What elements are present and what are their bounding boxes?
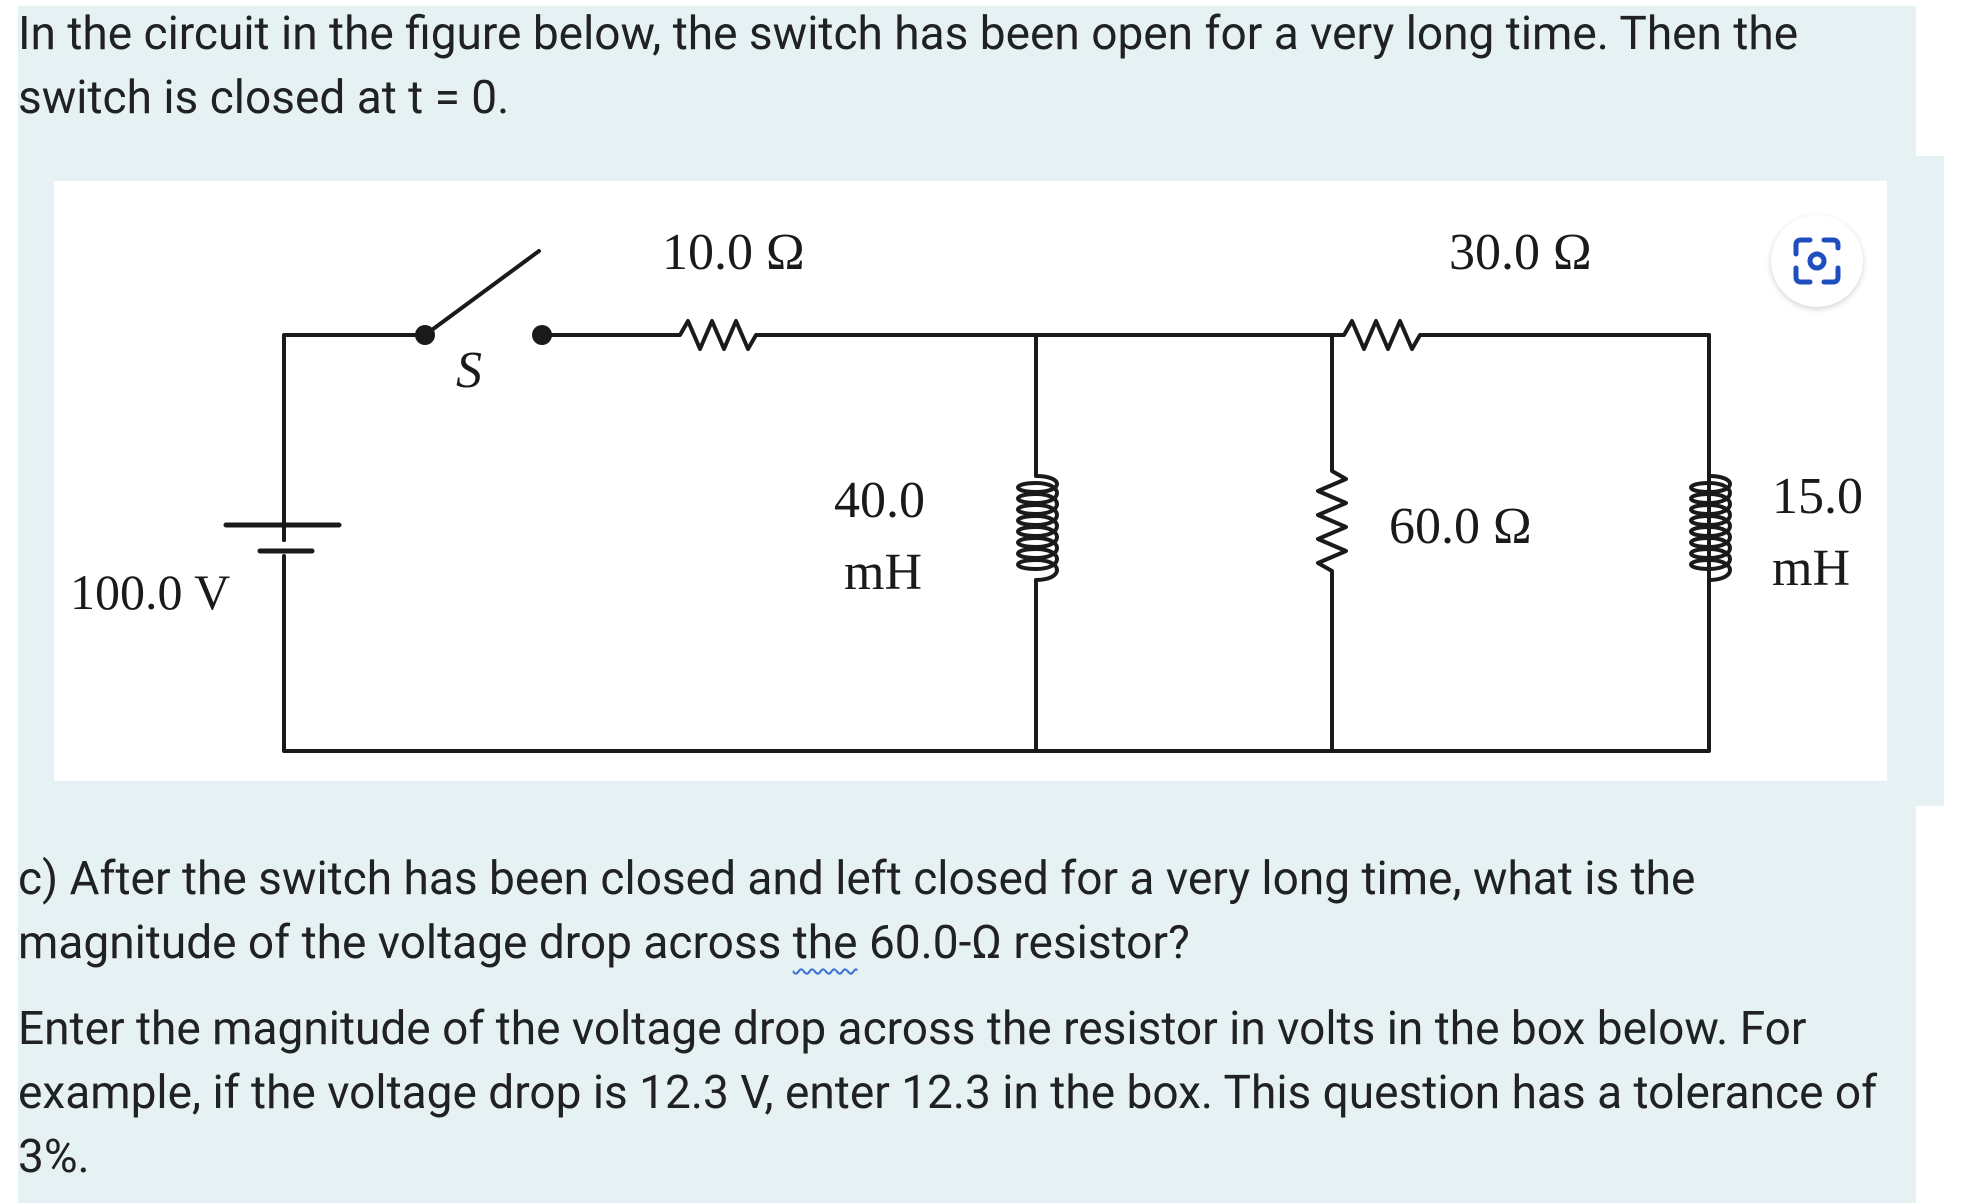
- instructions-line-1: Enter the magnitude of the voltage drop …: [18, 1002, 1807, 1056]
- branch-resistor-middle: [1316, 333, 1348, 753]
- inductor-40-unit: mH: [844, 544, 922, 601]
- question-line-2: magnitude of the voltage drop across the…: [18, 911, 1908, 975]
- battery-label: 100.0 V: [70, 564, 231, 620]
- instructions-line-2: example, if the voltage drop is 12.3 V, …: [18, 1066, 1878, 1120]
- resistor-60-label: 60.0 Ω: [1389, 498, 1532, 555]
- intro-text: In the circuit in the figure below, the …: [18, 2, 1898, 130]
- inductor-40-value: 40.0: [834, 472, 925, 529]
- branch-inductor-left: [1016, 333, 1059, 753]
- question-line-1: c) After the switch has been closed and …: [18, 852, 1696, 906]
- left-wire-bottom: [282, 333, 427, 542]
- circuit-figure: 100.0 V S 10.0 Ω 30.0 Ω 40.0 mH 60.0 Ω 1…: [54, 181, 1887, 781]
- question-c-text: c) After the switch has been closed and …: [18, 847, 1908, 975]
- switch-label: S: [456, 342, 482, 399]
- answer-instructions: Enter the magnitude of the voltage drop …: [18, 997, 1918, 1189]
- resistor-10-label: 10.0 Ω: [662, 224, 805, 281]
- intro-line-2: switch is closed at t = 0.: [18, 71, 510, 125]
- resistor-30-label: 30.0 Ω: [1449, 224, 1592, 281]
- intro-line-1: In the circuit in the figure below, the …: [18, 7, 1799, 61]
- question-panel-top: [18, 6, 1916, 156]
- lens-scan-icon: [1793, 237, 1841, 285]
- branch-inductor-right: [1689, 333, 1732, 582]
- switch-pivot-dot: [415, 325, 435, 345]
- spellcheck-underlined-word[interactable]: the: [792, 916, 858, 970]
- top-wire-left: [282, 319, 1711, 753]
- inductor-15-value: 15.0: [1772, 468, 1863, 525]
- switch-blade: [423, 249, 541, 337]
- instructions-line-3: 3%.: [18, 1130, 90, 1184]
- circuit-diagram: [223, 249, 1732, 753]
- inductor-15-unit: mH: [1772, 540, 1850, 597]
- question-panel-bottom: [18, 806, 1916, 1203]
- question-line-2-end: 60.0-Ω resistor?: [857, 916, 1190, 970]
- lens-search-button[interactable]: [1771, 215, 1863, 307]
- question-line-2-start: magnitude of the voltage drop across: [18, 916, 793, 970]
- switch-contact-dot: [532, 325, 552, 345]
